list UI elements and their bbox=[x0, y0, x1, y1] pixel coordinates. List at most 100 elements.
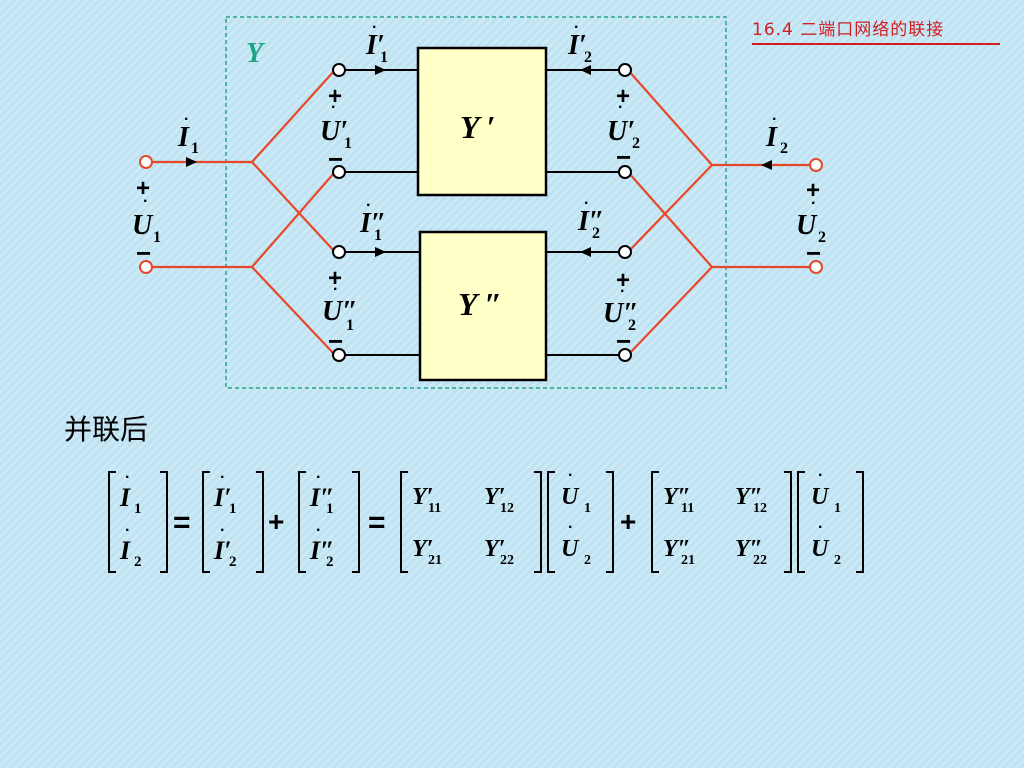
label-i2: I bbox=[765, 122, 778, 153]
label-i2p-sub: 2 bbox=[584, 49, 592, 66]
svg-text:·: · bbox=[220, 469, 225, 486]
svg-text:·: · bbox=[818, 519, 823, 536]
svg-text:·: · bbox=[568, 519, 573, 536]
plus-u2pp: + bbox=[616, 267, 630, 294]
voltage-labels: + · U 1 − + · U 2 − + · U′ 1 − + · U′ 2 … bbox=[132, 83, 826, 356]
dot-i2pp: · bbox=[584, 195, 589, 212]
terminal-port2-bottom bbox=[809, 260, 823, 274]
terminal-yp-1a bbox=[332, 63, 346, 77]
terminal-ypp-2b bbox=[618, 348, 632, 362]
label-u1: U bbox=[132, 210, 154, 241]
plus-u2p: + bbox=[616, 83, 630, 110]
eq-m2-11-sub: 11 bbox=[681, 501, 694, 516]
minus-u2pp: − bbox=[616, 326, 631, 356]
eq-m2-11: Y″ bbox=[663, 484, 691, 510]
dot-i2p: · bbox=[574, 19, 579, 36]
terminal-ypp-2a bbox=[618, 245, 632, 259]
network-y-double-prime bbox=[418, 230, 548, 382]
eq-v2-2-sub: 2 bbox=[326, 554, 334, 570]
eq-m2-22: Y″ bbox=[735, 536, 763, 562]
eq-u1-1: U bbox=[561, 484, 580, 510]
eq-m1-11: Y′ bbox=[412, 484, 433, 510]
eq-m1-12-sub: 12 bbox=[500, 501, 514, 516]
eq-v1-1: I′ bbox=[213, 483, 231, 512]
label-i2p: I′ bbox=[567, 30, 587, 61]
current-arrows bbox=[186, 65, 772, 257]
arrow-i1p bbox=[375, 65, 386, 75]
svg-text:·: · bbox=[568, 467, 573, 484]
terminal-port1-top bbox=[139, 155, 153, 169]
label-u1pp: U″ bbox=[322, 296, 358, 327]
terminals bbox=[139, 63, 823, 362]
svg-text:·: · bbox=[316, 469, 321, 486]
eq-equals-1: = bbox=[173, 506, 191, 539]
network-y-double-prime-label: Y ″ bbox=[458, 286, 502, 322]
terminal-port2-top bbox=[809, 158, 823, 172]
svg-text:·: · bbox=[125, 469, 130, 486]
terminal-yp-2b bbox=[618, 165, 632, 179]
minus-u2: − bbox=[806, 238, 821, 268]
eq-equals-2: = bbox=[368, 506, 386, 539]
eq-m2-21: Y″ bbox=[663, 536, 691, 562]
label-i2pp-sub: 2 bbox=[592, 225, 600, 242]
label-i1-sub: 1 bbox=[191, 140, 199, 157]
label-u1pp-sub: 1 bbox=[346, 317, 354, 334]
svg-text:·: · bbox=[818, 467, 823, 484]
eq-m1-21-sub: 21 bbox=[428, 553, 442, 568]
dot-u1pp: · bbox=[333, 281, 338, 298]
minus-u1p: − bbox=[328, 144, 343, 174]
dot-u2p: · bbox=[618, 99, 623, 116]
eq-u2-1: U bbox=[811, 484, 830, 510]
terminal-ypp-1b bbox=[332, 348, 346, 362]
eq-m1-12: Y′ bbox=[484, 484, 505, 510]
outer-network-box bbox=[225, 16, 727, 389]
eq-m2-12: Y″ bbox=[735, 484, 763, 510]
label-u2-sub: 2 bbox=[818, 229, 826, 246]
arrow-i1pp bbox=[375, 247, 386, 257]
eq-lhs-1-sub: 1 bbox=[134, 501, 142, 517]
dot-u2: · bbox=[811, 195, 816, 212]
label-u2pp-sub: 2 bbox=[628, 317, 636, 334]
terminal-yp-2a bbox=[618, 63, 632, 77]
eq-plus-2: + bbox=[620, 506, 636, 537]
label-u1-sub: 1 bbox=[153, 229, 161, 246]
parallel-connection-label: 并联后 bbox=[64, 413, 149, 446]
arrow-i2p bbox=[580, 65, 591, 75]
svg-text:·: · bbox=[220, 522, 225, 539]
eq-v2-2: I″ bbox=[309, 536, 334, 565]
label-u2: U bbox=[796, 210, 818, 241]
eq-plus-1: + bbox=[268, 506, 284, 537]
label-u2p-sub: 2 bbox=[632, 135, 640, 152]
label-i1p-sub: 1 bbox=[380, 49, 388, 66]
matrix-equation: · I 1 · I 2 = · I′ 1 · I′ 2 + · I″ 1 · I… bbox=[108, 467, 864, 573]
eq-v2-1-sub: 1 bbox=[326, 501, 334, 517]
label-i1p: I′ bbox=[365, 30, 385, 61]
terminal-yp-1b bbox=[332, 165, 346, 179]
eq-m2-12-sub: 12 bbox=[753, 501, 767, 516]
current-labels: · I 1 · I 2 · I′ 1 · I′ 2 · I″ 1 · I″ 2 bbox=[177, 19, 788, 244]
minus-u1: − bbox=[136, 238, 151, 268]
eq-lhs-2: I bbox=[119, 536, 131, 565]
eq-v1-2: I′ bbox=[213, 536, 231, 565]
label-i1pp-sub: 1 bbox=[374, 227, 382, 244]
label-i1: I bbox=[177, 122, 190, 153]
label-i2-sub: 2 bbox=[780, 140, 788, 157]
terminal-port1-bottom bbox=[139, 260, 153, 274]
dot-u2pp: · bbox=[620, 283, 625, 300]
network-y-prime-label: Y ′ bbox=[460, 109, 495, 145]
dot-i2: · bbox=[772, 111, 777, 128]
label-i1pp: I″ bbox=[359, 208, 386, 239]
eq-v1-1-sub: 1 bbox=[229, 501, 237, 517]
arrow-i2pp bbox=[580, 247, 591, 257]
eq-m1-11-sub: 11 bbox=[428, 501, 441, 516]
slide-title: 16.4 二端口网络的联接 bbox=[752, 17, 1000, 45]
label-u2p: U′ bbox=[607, 116, 635, 147]
left-wiring bbox=[152, 69, 336, 356]
eq-u2-2: U bbox=[811, 536, 830, 562]
terminal-ypp-1a bbox=[332, 245, 346, 259]
outer-network-label: Y bbox=[246, 38, 266, 69]
plus-u1p: + bbox=[328, 83, 342, 110]
dot-u1p: · bbox=[331, 99, 336, 116]
dot-i1: · bbox=[184, 111, 189, 128]
